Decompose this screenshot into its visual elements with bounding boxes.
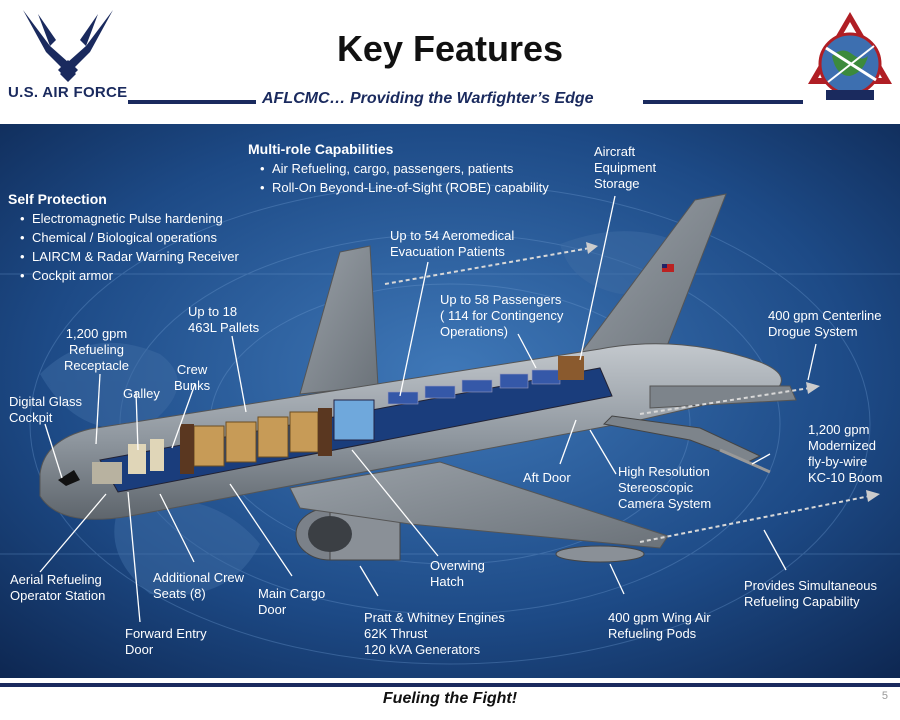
tagline: AFLCMC… Providing the Warfighter’s Edge <box>262 90 594 107</box>
callout-centerline-drogue: 400 gpm Centerline Drogue System <box>768 308 882 339</box>
slide-header: U.S. AIR FORCE Key Features AFLCMC… Prov… <box>0 0 900 120</box>
self-protection-item: Cockpit armor <box>20 266 239 285</box>
callout-aeromedical-patients: Up to 54 Aeromedical Evacuation Patients <box>390 228 515 259</box>
callout-aft-door: Aft Door <box>523 470 571 485</box>
multirole-item: Roll-On Beyond-Line-of-Sight (ROBE) capa… <box>260 178 549 197</box>
brand-text: U.S. AIR FORCE <box>8 84 128 101</box>
callout-forward-entry-door: Forward Entry Door <box>125 626 207 657</box>
callout-aircraft-equipment-storage: Aircraft Equipment Storage <box>594 144 657 191</box>
tagline-rule-left <box>128 100 256 104</box>
tanker-directorate-emblem-icon <box>808 12 892 100</box>
page-number: 5 <box>881 690 888 702</box>
multirole-item: Air Refueling, cargo, passengers, patien… <box>260 159 549 178</box>
multirole-capabilities-block: Multi-role Capabilities Air Refueling, c… <box>248 140 549 197</box>
tagline-rule-right <box>643 100 803 104</box>
callout-simultaneous-refueling: Provides Simultaneous Refueling Capabili… <box>744 578 877 609</box>
callout-main-cargo-door: Main Cargo Door <box>258 586 326 617</box>
self-protection-item: Electromagnetic Pulse hardening <box>20 209 239 228</box>
footer-slogan: Fueling the Fight! <box>382 690 518 707</box>
callout-pallets: Up to 18 463L Pallets <box>188 304 260 335</box>
callout-wing-pods: 400 gpm Wing Air Refueling Pods <box>608 610 711 641</box>
callout-crew-bunks: Crew Bunks <box>174 362 211 393</box>
kc46-cutaway-illustration: Multi-role Capabilities Air Refueling, c… <box>0 124 900 678</box>
self-protection-item: Chemical / Biological operations <box>20 228 239 247</box>
callout-refueling-receptacle: 1,200 gpm Refueling Receptacle <box>64 326 130 373</box>
callout-passengers: Up to 58 Passengers ( 114 for Contingenc… <box>440 292 564 339</box>
multirole-heading: Multi-role Capabilities <box>248 141 394 157</box>
callout-overwing-hatch: Overwing Hatch <box>430 558 485 589</box>
callout-digital-cockpit: Digital Glass Cockpit <box>9 394 82 425</box>
callout-additional-crew-seats: Additional Crew Seats (8) <box>153 570 245 601</box>
self-protection-item: LAIRCM & Radar Warning Receiver <box>20 247 239 266</box>
self-protection-heading: Self Protection <box>8 191 107 207</box>
footer-rule <box>0 683 900 687</box>
callout-galley: Galley <box>123 386 160 401</box>
callout-engines: Pratt & Whitney Engines 62K Thrust 120 k… <box>364 610 505 657</box>
self-protection-block: Self Protection Electromagnetic Pulse ha… <box>8 190 239 285</box>
slide-title: Key Features <box>336 28 564 69</box>
callout-aerial-refueling-operator: Aerial Refueling Operator Station <box>10 572 106 603</box>
callout-kc10-boom: 1,200 gpm Modernized fly-by-wire KC-10 B… <box>808 422 883 485</box>
callout-camera-system: High Resolution Stereoscopic Camera Syst… <box>618 464 712 511</box>
air-force-symbol-icon <box>23 10 113 82</box>
